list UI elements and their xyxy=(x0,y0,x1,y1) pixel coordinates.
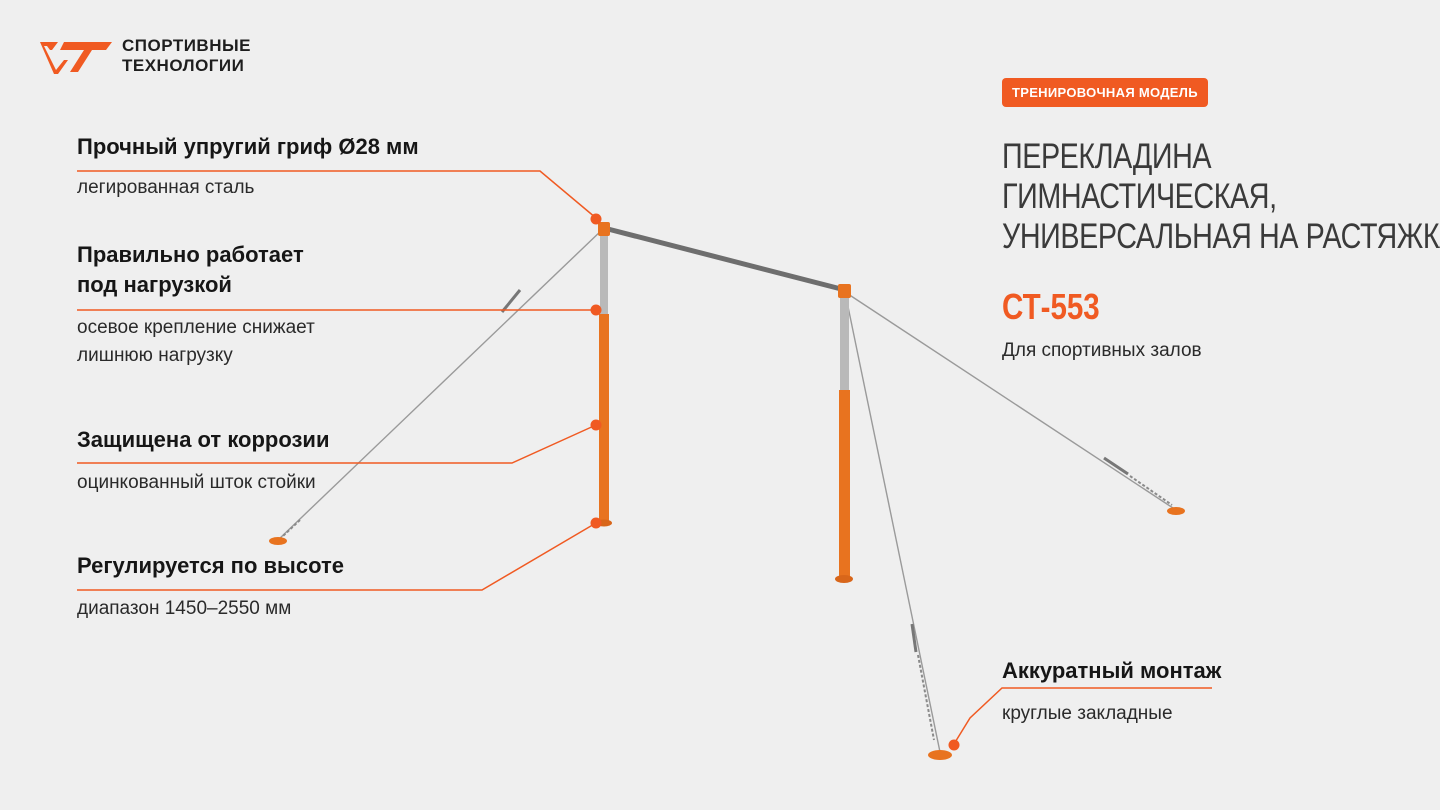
chain-front xyxy=(917,654,935,741)
guy-wire-front xyxy=(844,291,941,753)
left-post-orange xyxy=(599,314,609,522)
feature-load-desc-2: лишнюю нагрузку xyxy=(77,345,233,366)
brand-logo[interactable]: СПОРТИВНЫЕ ТЕХНОЛОГИИ xyxy=(38,36,251,76)
chain-left xyxy=(282,519,301,537)
guy-wire-left xyxy=(277,227,605,541)
chain-right xyxy=(1129,475,1173,506)
callout-dot-grip xyxy=(590,213,602,225)
feature-load-desc-1: осевое крепление снижает xyxy=(77,317,315,338)
feature-grip-desc: легированная сталь xyxy=(77,177,255,198)
turnbuckle-front xyxy=(910,623,918,653)
callout-dot-load xyxy=(590,304,602,316)
anchor-plate-left xyxy=(269,537,287,545)
bar-rail xyxy=(601,225,848,293)
left-post-cap xyxy=(598,222,610,236)
model-badge: ТРЕНИРОВОЧНАЯ МОДЕЛЬ xyxy=(1002,78,1208,107)
callout-dot-corrosion xyxy=(590,419,602,431)
feature-mounting-title: Аккуратный монтаж xyxy=(1002,658,1222,683)
turnbuckle-right xyxy=(1103,456,1129,476)
turnbuckle-left xyxy=(500,289,522,313)
callout-dot-height xyxy=(590,517,602,529)
right-post-orange xyxy=(839,390,850,578)
feature-mounting-desc: круглые закладные xyxy=(1002,703,1173,724)
callout-line-corrosion xyxy=(77,424,597,464)
feature-corrosion-title: Защищена от коррозии xyxy=(77,427,330,452)
anchor-plate-right xyxy=(1167,507,1185,515)
product-title-line-1: ПЕРЕКЛАДИНА xyxy=(1002,137,1212,176)
product-title-line-2: ГИМНАСТИЧЕСКАЯ, xyxy=(1002,177,1277,216)
feature-grip-title: Прочный упругий гриф Ø28 мм xyxy=(77,134,419,159)
feature-grip: Прочный упругий гриф Ø28 мм легированная… xyxy=(77,132,517,202)
product-title-line-3: УНИВЕРСАЛЬНАЯ НА РАСТЯЖКАХ xyxy=(1002,217,1440,256)
callout-line-mount xyxy=(953,687,1212,745)
feature-load-title-1: Правильно работает xyxy=(77,242,304,267)
right-post-chrome xyxy=(840,296,849,390)
callout-dot-mount xyxy=(948,739,960,751)
product-code: СТ-553 xyxy=(1002,286,1100,327)
feature-load-title-2: под нагрузкой xyxy=(77,272,232,297)
feature-height-title: Регулируется по высоте xyxy=(77,553,344,578)
callout-line-height xyxy=(77,522,597,591)
st-logo-icon xyxy=(40,42,112,74)
product-subtitle: Для спортивных залов xyxy=(1002,340,1202,361)
guy-wire-right xyxy=(844,291,1177,511)
left-post-chrome xyxy=(600,232,608,314)
feature-mounting: Аккуратный монтаж круглые закладные xyxy=(1002,656,1262,728)
product-title: ПЕРЕКЛАДИНА ГИМНАСТИЧЕСКАЯ, УНИВЕРСАЛЬНА… xyxy=(1002,137,1440,257)
callout-line-grip xyxy=(77,170,597,219)
right-post-cap xyxy=(838,284,851,298)
feature-height-desc: диапазон 1450–2550 мм xyxy=(77,598,292,619)
right-post-base xyxy=(835,575,853,583)
feature-corrosion: Защищена от коррозии оцинкованный шток с… xyxy=(77,425,517,497)
feature-height: Регулируется по высоте диапазон 1450–255… xyxy=(77,551,517,623)
feature-corrosion-desc: оцинкованный шток стойки xyxy=(77,472,316,493)
anchor-plate-front xyxy=(928,750,952,760)
feature-load: Правильно работает под нагрузкой осевое … xyxy=(77,240,517,370)
brand-name: СПОРТИВНЫЕ ТЕХНОЛОГИИ xyxy=(122,36,251,75)
